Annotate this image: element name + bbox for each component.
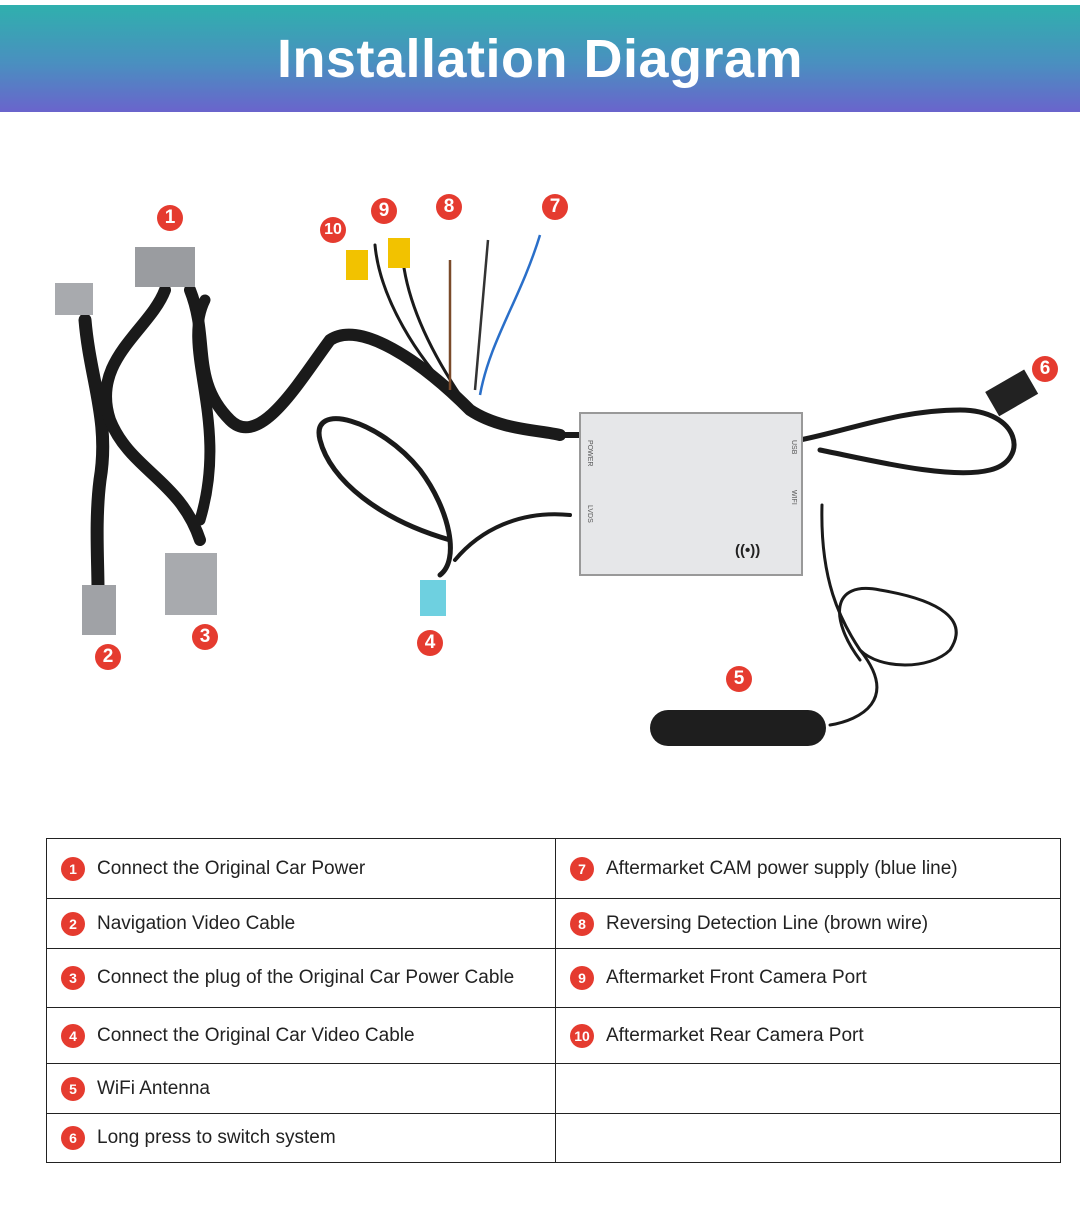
callout-4: 4	[417, 630, 443, 656]
wifi-antenna	[650, 710, 826, 746]
callout-2: 2	[95, 644, 121, 670]
callout-9: 9	[371, 198, 397, 224]
port-power: POWER	[586, 440, 593, 466]
callout-3: 3	[192, 624, 218, 650]
port-lvds: LVDS	[586, 505, 593, 523]
page-title: Installation Diagram	[276, 28, 804, 89]
port-wifi: WIFI	[790, 490, 797, 505]
module-box: POWER LVDS USB WIFI ((•))	[579, 412, 803, 576]
header-banner: Installation Diagram	[0, 5, 1080, 112]
rca-10	[346, 250, 368, 280]
usb-plug	[985, 369, 1039, 417]
connector-3	[165, 553, 217, 615]
callout-7: 7	[542, 194, 568, 220]
connector-4	[420, 580, 446, 616]
callout-5: 5	[726, 666, 752, 692]
connector-2	[82, 585, 116, 635]
callout-10: 10	[320, 217, 346, 243]
harness-cables	[78, 243, 1017, 727]
wifi-icon: ((•))	[735, 542, 760, 559]
connector-2-top	[55, 283, 93, 315]
legend-empty-cell	[555, 1063, 1061, 1114]
callout-8: 8	[436, 194, 462, 220]
legend-empty-cell	[555, 1113, 1061, 1163]
installation-diagram: POWER LVDS USB WIFI ((•))	[55, 234, 1039, 746]
callout-1: 1	[157, 205, 183, 231]
port-usb: USB	[790, 440, 797, 455]
callout-6: 6	[1032, 356, 1058, 382]
rca-9	[388, 238, 410, 268]
connector-1	[135, 247, 195, 287]
